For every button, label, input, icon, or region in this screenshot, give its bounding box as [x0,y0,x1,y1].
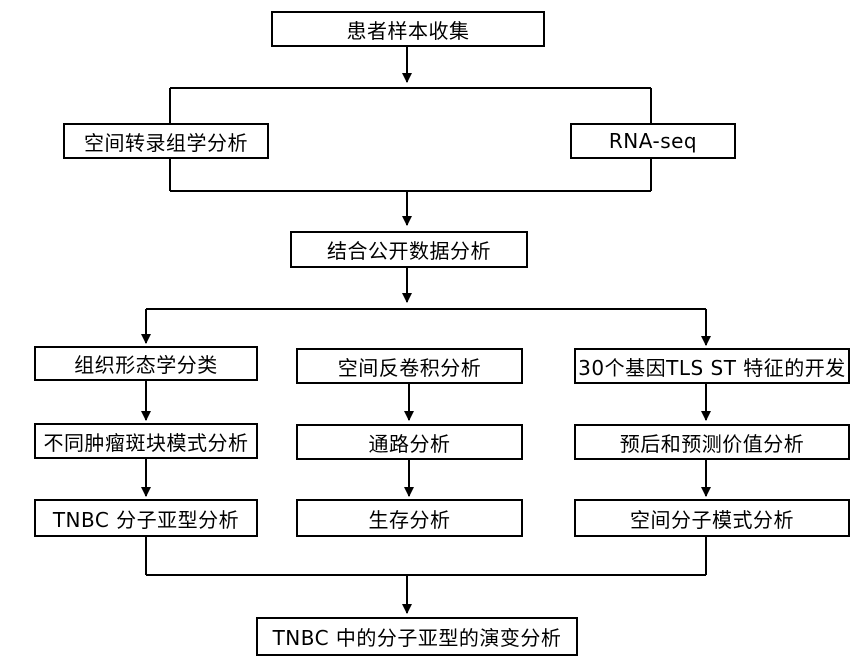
node-tnbc-subtype-analysis: TNBC 分子亚型分析 [34,499,258,537]
node-subtype-evolution: TNBC 中的分子亚型的演变分析 [256,617,578,656]
node-sample-collection: 患者样本收集 [271,11,545,47]
node-spatial-deconvolution: 空间反卷积分析 [296,348,523,384]
node-rna-seq: RNA-seq [570,123,736,159]
node-prognosis-analysis: 预后和预测价值分析 [574,424,850,460]
node-survival-analysis: 生存分析 [296,499,523,537]
node-spatial-subtype-pattern: 空间分子模式分析 [574,499,850,537]
node-spatial-transcriptomics: 空间转录组学分析 [63,123,269,159]
node-pathway-analysis: 通路分析 [296,424,523,460]
node-histology-classification: 组织形态学分类 [34,346,258,381]
node-patch-pattern-analysis: 不同肿瘤斑块模式分析 [34,423,258,459]
node-public-data-analysis: 结合公开数据分析 [290,231,528,268]
node-tls-signature: 30个基因TLS ST 特征的开发 [574,348,850,384]
